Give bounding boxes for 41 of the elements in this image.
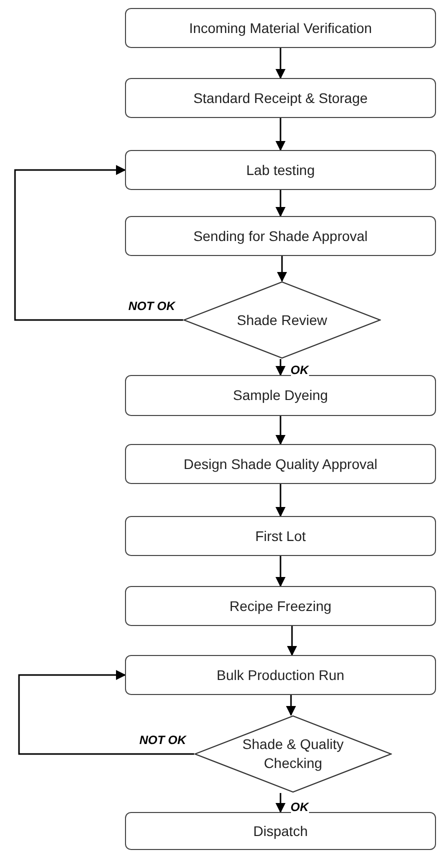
arrow <box>276 793 286 813</box>
edge-label: OK <box>290 363 308 377</box>
process-box <box>125 655 436 695</box>
process-box <box>125 78 436 118</box>
decision-diamond <box>194 715 392 793</box>
process-box <box>125 375 436 416</box>
arrow <box>286 695 296 716</box>
node-label: First Lot <box>255 526 306 546</box>
process-box <box>125 216 436 256</box>
process-box <box>125 586 436 626</box>
arrow <box>276 359 286 376</box>
node-label: Lab testing <box>246 160 315 180</box>
node-label: Bulk Production Run <box>216 666 344 684</box>
node-label: Sample Dyeing <box>233 386 328 405</box>
process-box <box>125 812 436 850</box>
node-label: Shade Review <box>236 310 328 330</box>
arrow <box>276 118 286 151</box>
process-box <box>125 150 436 190</box>
arrow <box>14 165 183 321</box>
node-label: Standard Receipt & Storage <box>193 88 368 108</box>
arrow <box>277 256 287 282</box>
edge-label: NOT OK <box>139 733 186 747</box>
arrow <box>276 190 286 217</box>
process-box <box>125 8 436 48</box>
arrow <box>287 626 297 656</box>
arrow <box>18 670 194 755</box>
edge-label: OK <box>290 800 308 814</box>
arrow <box>276 416 286 445</box>
node-label: Sending for Shade Approval <box>193 226 368 246</box>
node-label: Recipe Freezing <box>230 596 332 616</box>
process-box <box>125 444 436 484</box>
arrow <box>276 484 286 517</box>
node-label: Design Shade Quality Approval <box>184 454 378 474</box>
process-box <box>125 516 436 556</box>
node-label: Dispatch <box>253 822 308 840</box>
edge-label: NOT OK <box>128 299 175 313</box>
arrow <box>276 48 286 79</box>
node-label: Incoming Material Verification <box>189 18 372 38</box>
node-label: Shade & Quality Checking <box>241 735 345 773</box>
arrow <box>276 556 286 587</box>
decision-diamond <box>183 281 381 359</box>
